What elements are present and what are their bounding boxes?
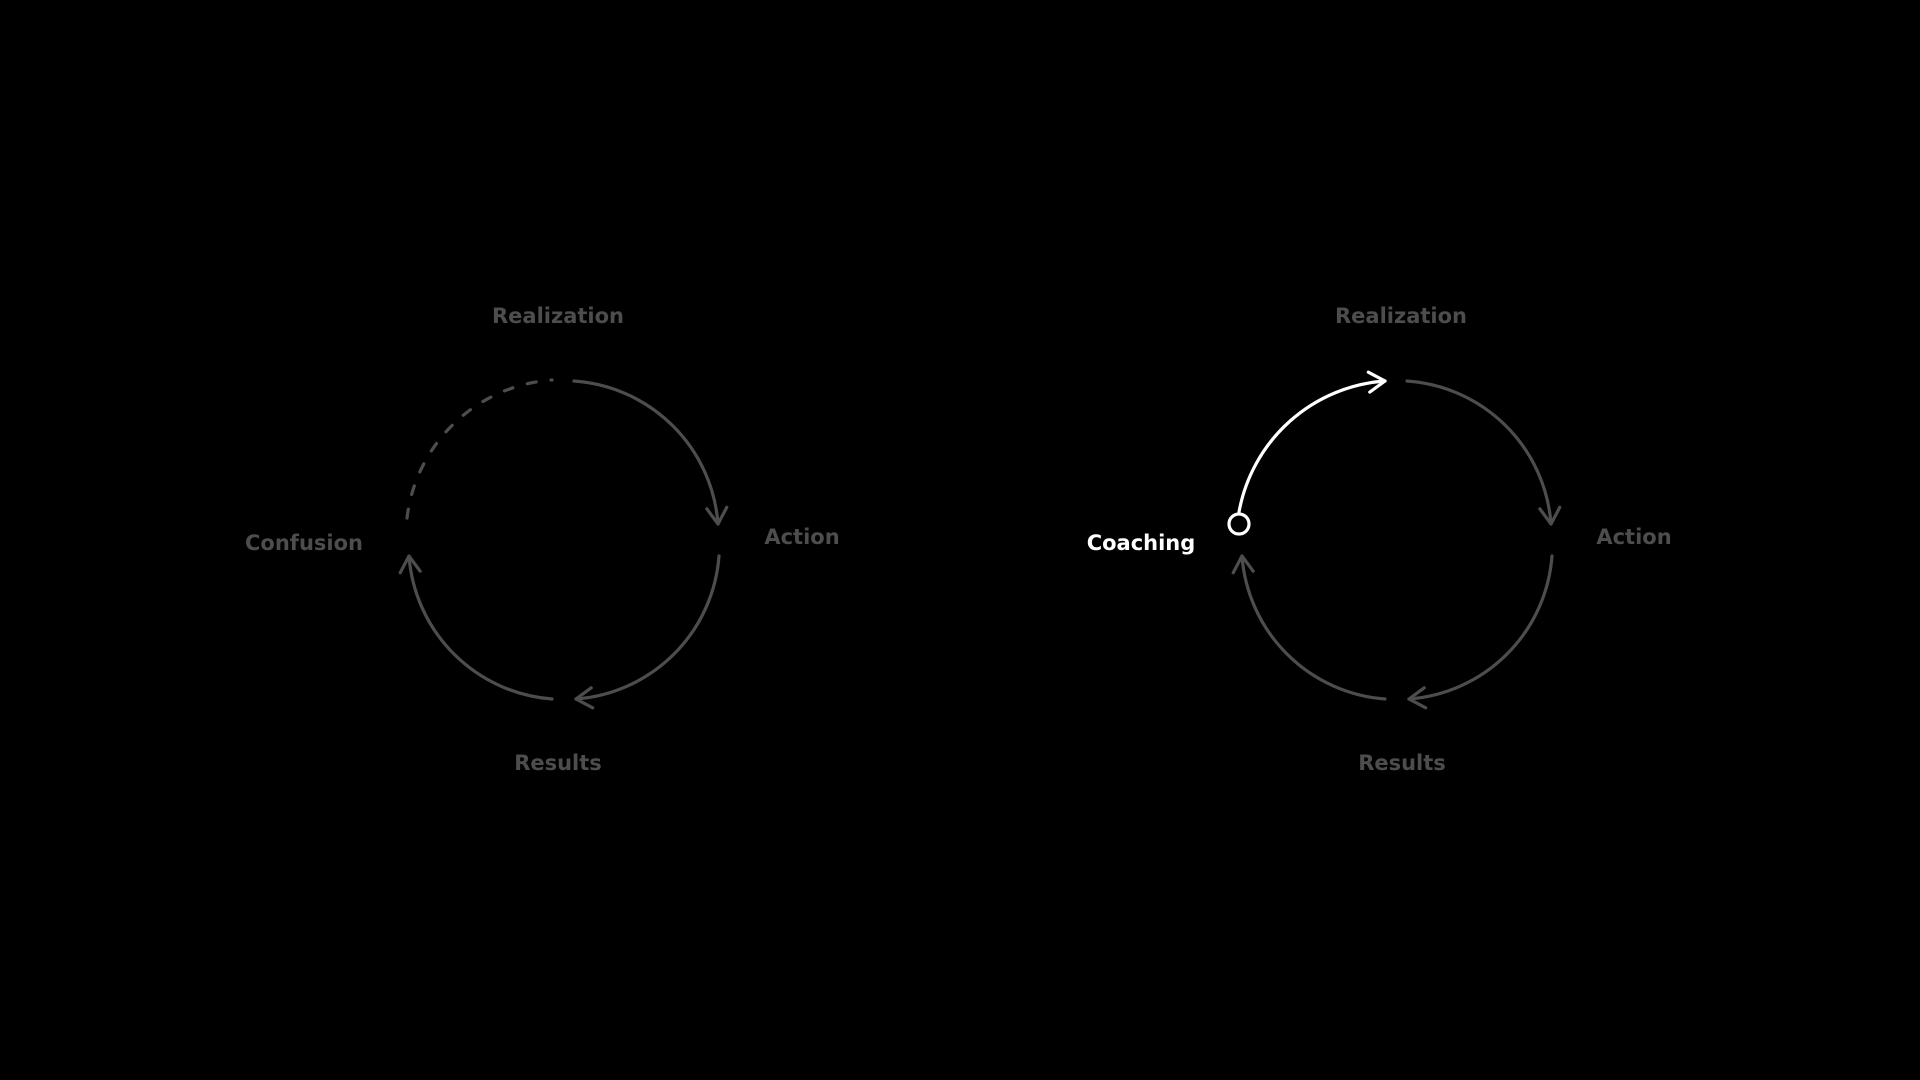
arrow-results-to-coaching [1231,554,1387,701]
label-realization-right: Realization [1335,304,1467,328]
label-results: Results [514,751,602,775]
label-realization: Realization [492,304,624,328]
label-coaching: Coaching [1087,531,1196,555]
cycle-left: Realization Action Results Confusion [245,304,840,775]
label-results-right: Results [1358,751,1446,775]
arrow-coaching-to-realization [1237,370,1387,514]
cycle-right: Realization Action Results Coaching [1087,304,1672,775]
arrow-realization-to-action [572,379,729,526]
label-confusion: Confusion [245,531,363,555]
arrow-action-to-results [574,554,721,710]
arrow-action-to-results-right [1407,554,1554,710]
label-action: Action [764,525,839,549]
dashed-arc-confusion-to-realization [405,378,554,520]
label-action-right: Action [1596,525,1671,549]
arrow-realization-to-action-right [1405,379,1562,526]
arrow-results-to-confusion [398,554,554,701]
coaching-start-node [1227,512,1251,536]
